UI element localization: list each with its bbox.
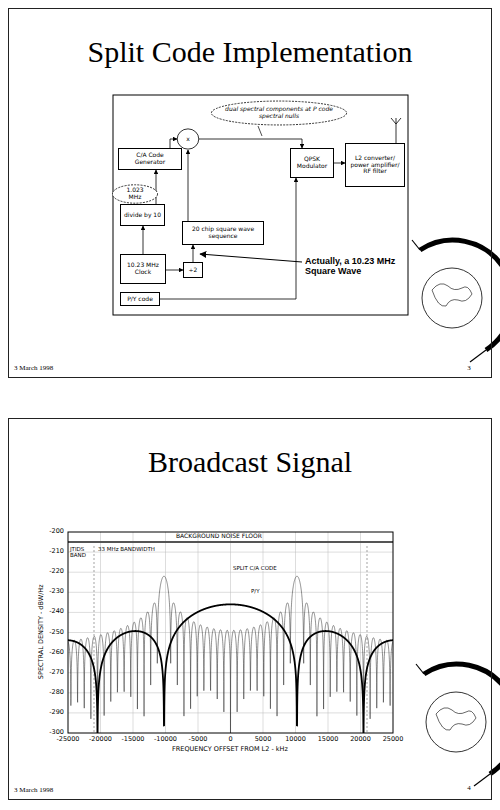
process-box: 10.23 MHz Clock bbox=[120, 254, 166, 284]
signal-arrow bbox=[160, 178, 296, 299]
tick-label: 20000 bbox=[343, 736, 379, 743]
tick-label: -20000 bbox=[83, 736, 119, 743]
node-label: ÷2 bbox=[187, 267, 200, 274]
slide-panel: Broadcast Signal bbox=[8, 418, 492, 800]
chart-annotation: JTIDS BAND bbox=[70, 546, 92, 559]
chart-annotation: 33 MHz BANDWIDTH bbox=[98, 546, 178, 552]
tick-label: -240 bbox=[24, 608, 64, 615]
grid-line bbox=[68, 632, 393, 633]
frequency-oval: 1.023 MHz bbox=[112, 184, 158, 204]
tick-label: -210 bbox=[24, 548, 64, 555]
process-box: ÷2 bbox=[183, 262, 203, 278]
tick-label: 5000 bbox=[245, 736, 281, 743]
curve-label: P/Y bbox=[250, 588, 261, 594]
grid-line bbox=[295, 532, 296, 733]
diagram-frame bbox=[113, 95, 408, 315]
tick-label: -250 bbox=[24, 629, 64, 636]
tick-label: -200 bbox=[24, 528, 64, 535]
signal-arrow bbox=[143, 226, 144, 254]
tick-label: -220 bbox=[24, 568, 64, 575]
slide-date: 3 March 1998 bbox=[14, 364, 94, 372]
py-curve bbox=[68, 604, 393, 733]
tick-label: -290 bbox=[24, 709, 64, 716]
process-box: P/Y code bbox=[120, 292, 160, 306]
slide-title: Split Code Implementation bbox=[9, 35, 491, 68]
slide-number: 3 bbox=[463, 364, 475, 372]
chart-annotation: BACKGROUND NOISE FLOOR bbox=[176, 533, 286, 540]
tick-label: 15000 bbox=[310, 736, 346, 743]
grid-line bbox=[360, 532, 361, 733]
node-label: divide by 10 bbox=[122, 212, 163, 219]
signal-arrow bbox=[193, 245, 194, 262]
curve-label: SPLIT C/A CODE bbox=[232, 565, 278, 571]
callout-oval: dual spectral components at P code spect… bbox=[210, 100, 348, 126]
slide-panel: Split Code Implementation dual spectral c… bbox=[8, 8, 492, 378]
tick-label: -270 bbox=[24, 669, 64, 676]
plot-frame bbox=[68, 532, 393, 733]
callout-note: Actually, a 10.23 MHz Square Wave bbox=[305, 256, 397, 277]
tick-label: 10000 bbox=[278, 736, 314, 743]
node-label: 1.023 MHz bbox=[112, 187, 158, 201]
signal-arrow bbox=[199, 139, 302, 148]
tick-label: -25000 bbox=[50, 736, 86, 743]
slide-date: 3 March 1998 bbox=[14, 786, 94, 794]
tick-label: -15000 bbox=[115, 736, 151, 743]
bandwidth-marker bbox=[94, 546, 95, 733]
node-label: C/A Code Generator bbox=[119, 152, 181, 166]
slide-number: 4 bbox=[463, 784, 475, 792]
antenna-symbol bbox=[391, 118, 401, 143]
node-label: P/Y code bbox=[125, 296, 155, 303]
axis-title: SPECTRAL DENSITY - dBW/Hz bbox=[38, 562, 45, 702]
signal-arrow bbox=[334, 163, 345, 164]
node-label: 10.23 MHz Clock bbox=[121, 262, 165, 276]
signal-arrow bbox=[188, 150, 189, 221]
tick-label: -280 bbox=[24, 689, 64, 696]
process-box: QPSK Modulator bbox=[290, 148, 334, 178]
process-box: divide by 10 bbox=[120, 204, 165, 226]
noise-floor-line bbox=[68, 541, 393, 543]
tick-label: -230 bbox=[24, 588, 64, 595]
spectrum-curves bbox=[68, 576, 393, 733]
process-box: L2 converter/ power amplifier/ RF filter bbox=[345, 143, 405, 187]
signal-arrow bbox=[166, 270, 183, 271]
node-label: QPSK Modulator bbox=[291, 156, 333, 170]
tick-label: 25000 bbox=[375, 736, 411, 743]
process-box: C/A Code Generator bbox=[118, 148, 182, 170]
tick-label: -260 bbox=[24, 649, 64, 656]
globe-icon bbox=[416, 664, 500, 786]
globe-icon bbox=[412, 240, 500, 362]
node-label: 20 chip square wave sequence bbox=[183, 226, 263, 240]
axis-title: FREQUENCY OFFSET FROM L2 - kHz bbox=[140, 746, 320, 753]
tick-label: 0 bbox=[213, 736, 249, 743]
multiplier-circle: x bbox=[177, 128, 199, 150]
leader-line bbox=[258, 126, 262, 136]
node-label: L2 converter/ power amplifier/ RF filter bbox=[346, 155, 404, 176]
callout-arrow bbox=[200, 254, 302, 262]
process-box: 20 chip square wave sequence bbox=[182, 221, 264, 245]
node-label: x bbox=[184, 136, 192, 143]
slide-title: Broadcast Signal bbox=[9, 445, 491, 478]
tick-label: -5000 bbox=[180, 736, 216, 743]
signal-arrow bbox=[156, 170, 157, 204]
node-label: dual spectral components at P code spect… bbox=[210, 106, 348, 120]
split-ca-curve bbox=[68, 576, 393, 733]
tick-label: -10000 bbox=[148, 736, 184, 743]
signal-arrow bbox=[170, 139, 177, 148]
grid-line bbox=[263, 532, 264, 733]
bandwidth-marker bbox=[367, 546, 368, 733]
grid-line bbox=[328, 532, 329, 733]
